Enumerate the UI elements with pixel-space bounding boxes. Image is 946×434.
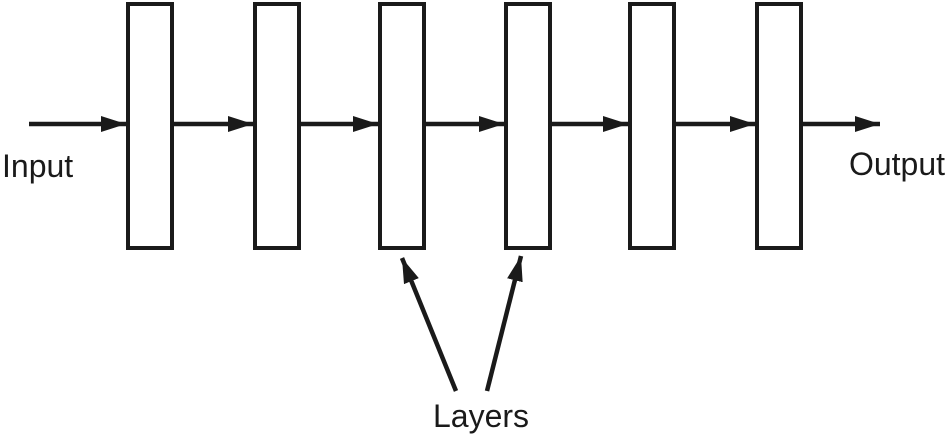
- layers-label: Layers: [433, 398, 529, 434]
- layer-box-2: [253, 2, 301, 250]
- layer-box-4: [504, 2, 552, 250]
- layer-boxes: [126, 2, 803, 250]
- input-label: Input: [2, 148, 73, 184]
- output-label: Output: [849, 146, 945, 182]
- layers-callout-arrow-right: [484, 255, 524, 392]
- layer-box-6: [755, 2, 803, 250]
- layer-box-3: [378, 2, 426, 250]
- layer-box-5: [628, 2, 676, 250]
- layers-callout-arrow-left: [399, 257, 459, 392]
- layer-box-1: [126, 2, 174, 250]
- callout-arrows: [399, 255, 524, 392]
